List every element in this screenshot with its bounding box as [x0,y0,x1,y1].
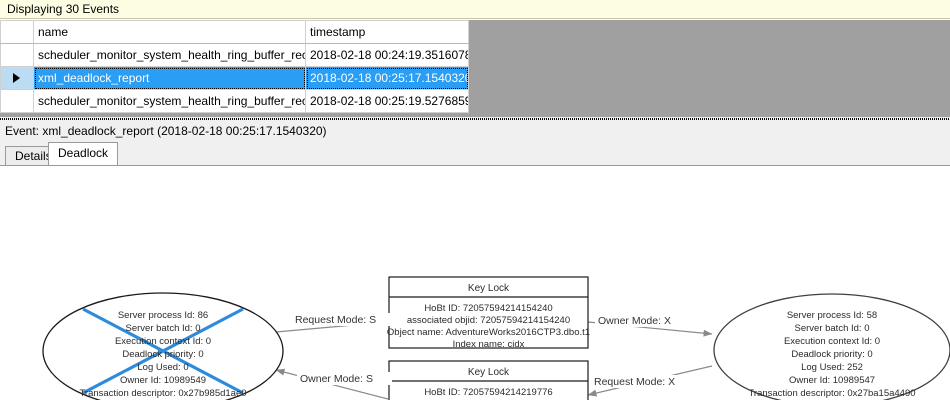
cell-timestamp[interactable]: 2018-02-18 00:24:19.3516078 [305,43,469,67]
events-grid-container[interactable]: name timestamp scheduler_monitor_system_… [0,20,950,117]
process-right-line-3: Deadlock priority: 0 [791,349,872,360]
row-selector-cell[interactable] [0,89,34,113]
grid-header-row: name timestamp [0,20,469,44]
event-detail-pane: Event: xml_deadlock_report (2018-02-18 0… [0,122,950,400]
cell-name[interactable]: scheduler_monitor_system_health_ring_buf… [33,43,306,67]
tab-deadlock[interactable]: Deadlock [48,142,119,165]
keylock-top-title: Key Lock [468,283,510,294]
edge-label-right-request: Request Mode: X [591,375,691,388]
horizontal-splitter[interactable] [0,117,950,122]
table-row[interactable]: scheduler_monitor_system_health_ring_buf… [0,89,469,113]
keylock-top-line-1: associated objid: 72057594214154240 [407,315,570,326]
tab-details[interactable]: Details [5,146,62,165]
process-right-line-5: Owner Id: 10989547 [789,375,875,386]
column-header-rowselector[interactable] [0,20,34,44]
cell-timestamp[interactable]: 2018-02-18 00:25:19.5276859 [305,89,469,113]
resource-node-keylock-bottom[interactable]: Key Lock HoBt ID: 72057594214219776 asso… [387,360,590,400]
cell-name[interactable]: xml_deadlock_report [33,66,306,90]
edge-label-left-request-text: Request Mode: S [295,314,376,326]
process-node-right[interactable]: Server process Id: 58 Server batch Id: 0… [713,293,950,400]
process-ellipse-right [713,293,950,400]
process-left-line-0: Server process Id: 86 [118,310,208,321]
deadlock-victim-cross-icon [82,307,244,395]
cell-timestamp[interactable]: 2018-02-18 00:25:17.1540320 [305,66,469,90]
row-selector-cell[interactable] [0,43,34,67]
process-left-line-4: Log Used: 0 [137,362,188,373]
events-grid[interactable]: name timestamp scheduler_monitor_system_… [0,20,469,113]
edge-label-left-request: Request Mode: S [292,313,391,326]
process-left-line-1: Server batch Id: 0 [126,323,201,334]
resource-node-keylock-top[interactable]: Key Lock HoBt ID: 72057594214154240 asso… [387,276,590,350]
process-right-line-1: Server batch Id: 0 [795,323,870,334]
process-right-line-0: Server process Id: 58 [787,310,877,321]
process-left-line-3: Deadlock priority: 0 [122,349,203,360]
table-row[interactable]: xml_deadlock_report 2018-02-18 00:25:17.… [0,66,469,90]
deadlock-tab-panel: Server process Id: 86 Server batch Id: 0… [0,165,950,400]
table-row[interactable]: scheduler_monitor_system_health_ring_buf… [0,43,469,67]
edge-label-right-owner: Owner Mode: X [595,314,687,327]
process-right-line-4: Log Used: 252 [801,362,863,373]
edge-label-right-owner-text: Owner Mode: X [598,315,671,327]
keylock-top-line-3: Index name: cidx [453,339,525,350]
process-left-line-5: Owner Id: 10989549 [120,375,206,386]
process-left-line-6: Transaction descriptor: 0x27b985d1ae0 [79,388,246,399]
keylock-top-line-2: Object name: AdventureWorks2016CTP3.dbo.… [387,327,590,338]
events-count-label: Displaying 30 Events [7,2,120,16]
process-right-line-2: Execution context Id: 0 [784,336,880,347]
events-banner: Displaying 30 Events [0,0,950,19]
current-row-arrow-icon [13,73,20,83]
edge-label-right-request-text: Request Mode: X [594,376,675,388]
edge-label-left-owner: Owner Mode: S [297,372,392,385]
column-header-name[interactable]: name [33,20,306,44]
row-selector-cell[interactable] [0,66,34,90]
process-left-line-2: Execution context Id: 0 [115,336,211,347]
detail-tabstrip: Details Deadlock [0,142,950,165]
cell-name[interactable]: scheduler_monitor_system_health_ring_buf… [33,89,306,113]
process-node-left[interactable]: Server process Id: 86 Server batch Id: 0… [42,292,284,400]
keylock-top-line-0: HoBt ID: 72057594214154240 [424,303,552,314]
edge-label-left-owner-text: Owner Mode: S [300,373,373,385]
keylock-bottom-line-0: HoBt ID: 72057594214219776 [424,387,552,398]
column-header-timestamp[interactable]: timestamp [305,20,469,44]
deadlock-graph[interactable]: Server process Id: 86 Server batch Id: 0… [0,166,950,400]
keylock-bottom-title: Key Lock [468,367,510,378]
keylock-top-box [388,276,589,349]
event-title-label: Event: xml_deadlock_report (2018-02-18 0… [5,124,327,138]
process-right-line-6: Transaction descriptor: 0x27ba15a4490 [748,388,915,399]
